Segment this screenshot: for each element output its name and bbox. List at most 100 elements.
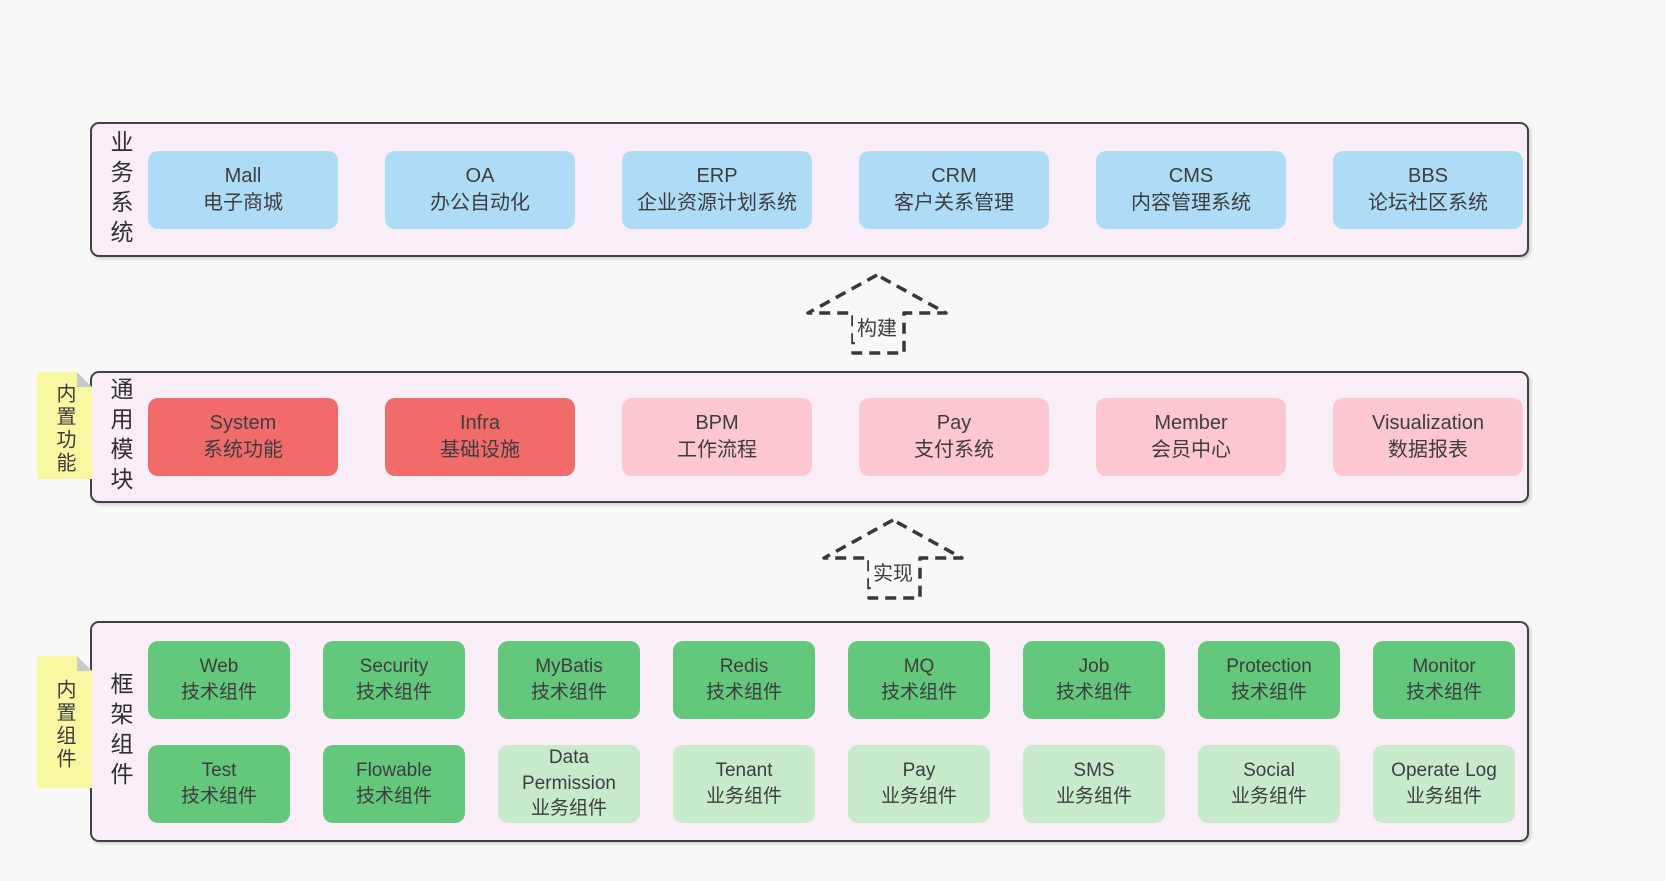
folded-corner-icon	[77, 372, 92, 387]
module-subtitle: 技术组件	[530, 681, 607, 703]
module-title: System	[209, 412, 277, 434]
module-box-protection: Protection 技术组件	[1198, 640, 1340, 719]
module-box-monitor: Monitor 技术组件	[1373, 640, 1515, 719]
module-title: Member	[1154, 412, 1228, 434]
module-subtitle: 技术组件	[705, 681, 782, 703]
module-subtitle: 业务组件	[1405, 785, 1482, 807]
layer-label-framework-components: 框架组件	[107, 671, 133, 792]
module-title: MyBatis	[535, 655, 603, 677]
module-title: Data Permission	[522, 747, 616, 794]
module-row: System 系统功能 Infra 基础设施 BPM 工作流程 Pay 支付系统 Member 会…	[148, 398, 1523, 476]
module-box-crm: CRM 客户关系管理	[859, 150, 1049, 229]
sticky-note-builtin-components: 内置组件	[37, 656, 92, 788]
module-title: Pay	[936, 412, 972, 434]
module-box-member: Member 会员中心	[1096, 398, 1286, 476]
module-box-visualization: Visualization 数据报表	[1333, 398, 1523, 476]
module-subtitle: 数据报表	[1388, 439, 1468, 461]
module-title: BPM	[695, 412, 739, 434]
module-box-flowable: Flowable 技术组件	[323, 744, 465, 823]
module-title: Monitor	[1412, 655, 1476, 677]
module-title: CRM	[931, 164, 977, 187]
module-subtitle: 办公自动化	[430, 191, 530, 214]
module-box-pay: Pay 支付系统	[859, 398, 1049, 476]
module-title: Tenant	[715, 759, 773, 781]
module-row: Mall 电子商城 OA 办公自动化 ERP 企业资源计划系统 CRM 客户关系管理 CMS 内容…	[148, 150, 1523, 229]
module-title: Flowable	[355, 759, 433, 781]
module-subtitle: 技术组件	[355, 785, 432, 807]
module-title: Job	[1078, 655, 1110, 677]
module-subtitle: 技术组件	[180, 681, 257, 703]
module-subtitle: 技术组件	[880, 681, 957, 703]
module-box-pay: Pay 业务组件	[848, 744, 990, 823]
module-box-oa: OA 办公自动化	[385, 150, 575, 229]
module-subtitle: 技术组件	[355, 681, 432, 703]
layer-business-systems: 业务系统 Mall 电子商城 OA 办公自动化 ERP 企业资源计划系统 CRM 客户关系管理…	[90, 122, 1529, 257]
implement-arrow: 实现	[822, 517, 964, 601]
module-subtitle: 企业资源计划系统	[637, 191, 797, 214]
module-title: Protection	[1226, 655, 1312, 677]
business-systems-rows: Mall 电子商城 OA 办公自动化 ERP 企业资源计划系统 CRM 客户关系管理 CMS 内容…	[148, 124, 1535, 255]
module-box-security: Security 技术组件	[323, 640, 465, 719]
module-title: Pay	[902, 759, 936, 781]
sticky-note-text: 内置组件	[53, 679, 75, 771]
module-subtitle: 技术组件	[180, 785, 257, 807]
module-subtitle: 基础设施	[440, 439, 520, 461]
module-title: BBS	[1407, 164, 1449, 187]
up-arrow-dashed-icon	[822, 518, 964, 600]
module-subtitle: 技术组件	[1230, 681, 1307, 703]
module-box-mybatis: MyBatis 技术组件	[498, 640, 640, 719]
module-box-job: Job 技术组件	[1023, 640, 1165, 719]
layer-label-common-modules: 通用模块	[107, 377, 133, 497]
layer-label-business-systems: 业务系统	[107, 129, 133, 250]
build-arrow-label: 构建	[853, 311, 901, 342]
module-box-redis: Redis 技术组件	[673, 640, 815, 719]
module-subtitle: 内容管理系统	[1131, 191, 1251, 214]
module-title: Mall	[224, 164, 262, 187]
module-box-erp: ERP 企业资源计划系统	[622, 150, 812, 229]
module-subtitle: 电子商城	[203, 191, 283, 214]
module-subtitle: 业务组件	[1230, 785, 1307, 807]
sticky-note-text: 内置功能	[53, 382, 75, 475]
module-row: Test 技术组件 Flowable 技术组件 Data Permission 业务组件 T…	[148, 744, 1515, 823]
module-subtitle: 系统功能	[203, 439, 283, 461]
module-box-social: Social 业务组件	[1198, 744, 1340, 823]
module-subtitle: 客户关系管理	[894, 191, 1014, 214]
module-subtitle: 业务组件	[530, 798, 607, 820]
module-subtitle: 业务组件	[880, 785, 957, 807]
module-subtitle: 业务组件	[705, 785, 782, 807]
module-subtitle: 会员中心	[1151, 439, 1231, 461]
module-box-system: System 系统功能	[148, 398, 338, 476]
module-subtitle: 技术组件	[1055, 681, 1132, 703]
module-box-bbs: BBS 论坛社区系统	[1333, 150, 1523, 229]
module-box-mall: Mall 电子商城	[148, 150, 338, 229]
module-title: Test	[201, 759, 237, 781]
module-title: CMS	[1168, 164, 1214, 187]
module-title: SMS	[1073, 759, 1115, 781]
module-title: OA	[465, 164, 495, 187]
sticky-note-builtin-features: 内置功能	[37, 372, 92, 479]
build-arrow: 构建	[806, 272, 948, 356]
module-subtitle: 论坛社区系统	[1368, 191, 1488, 214]
module-title: Infra	[459, 412, 501, 434]
module-title: Social	[1243, 759, 1295, 781]
common-modules-rows: System 系统功能 Infra 基础设施 BPM 工作流程 Pay 支付系统 Member 会…	[148, 373, 1535, 501]
folded-corner-icon	[77, 656, 92, 671]
module-subtitle: 技术组件	[1405, 681, 1482, 703]
module-box-test: Test 技术组件	[148, 744, 290, 823]
module-title: Visualization	[1372, 412, 1484, 434]
implement-arrow-label: 实现	[869, 556, 917, 587]
module-title: ERP	[696, 164, 738, 187]
module-subtitle: 业务组件	[1055, 785, 1132, 807]
module-subtitle: 工作流程	[677, 439, 757, 461]
module-box-sms: SMS 业务组件	[1023, 744, 1165, 823]
module-title: Redis	[719, 655, 769, 677]
module-subtitle: 支付系统	[914, 439, 994, 461]
module-title: Security	[359, 655, 429, 677]
